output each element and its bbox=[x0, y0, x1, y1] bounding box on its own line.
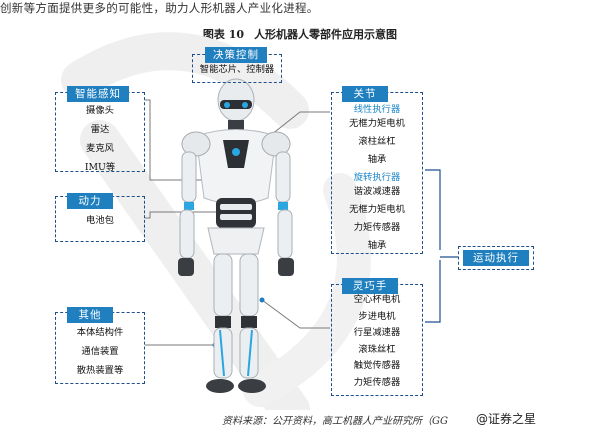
list-item: 摄像头 bbox=[86, 105, 114, 116]
joint-box: 线性执行器 无框力矩电机 滚柱丝杠 轴承 旋转执行器 谐波减速器 无框力矩电机 … bbox=[331, 92, 423, 254]
robot-illustration bbox=[178, 78, 294, 393]
list-item: 行星减速器 bbox=[353, 327, 401, 338]
list-item: IMU等 bbox=[84, 162, 116, 173]
linear-actuator-label: 线性执行器 bbox=[353, 104, 401, 115]
list-item: 步进电机 bbox=[358, 310, 396, 322]
list-item: 触觉传感器 bbox=[353, 360, 401, 371]
decision-control-tag: 决策控制 bbox=[205, 47, 267, 63]
dexterous-hand-tag: 灵巧手 bbox=[342, 278, 398, 294]
perception-box: 摄像头 雷达 麦克风 IMU等 bbox=[55, 92, 145, 173]
source-note: 资料来源：公开资料，高工机器人产业研究所（GG bbox=[222, 416, 448, 427]
figure-title: 图表 10 人形机器人零部件应用示意图 bbox=[0, 26, 600, 42]
list-item: 力矩传感器 bbox=[353, 222, 401, 233]
linear-actuator-list: 无框力矩电机 滚柱丝杠 轴承 bbox=[332, 115, 422, 169]
list-item: 轴承 bbox=[367, 154, 387, 165]
motion-execution-box: 运动执行 bbox=[458, 246, 534, 270]
perception-tag: 智能感知 bbox=[67, 86, 129, 102]
joint-tag: 关节 bbox=[342, 86, 388, 102]
intro-text: 创新等方面提供更多的可能性，助力人形机器人产业化进程。 bbox=[0, 1, 319, 15]
list-item: 滚柱丝杠 bbox=[358, 136, 396, 147]
figure-caption: 人形机器人零部件应用示意图 bbox=[254, 28, 398, 41]
list-item: 麦克风 bbox=[86, 143, 114, 154]
decision-item: 智能芯片、控制器 bbox=[199, 64, 275, 75]
other-tag: 其他 bbox=[67, 307, 113, 323]
dexterous-hand-box: 空心杯电机 步进电机 行星减速器 滚珠丝杠 触觉传感器 力矩传感器 bbox=[331, 284, 423, 396]
rotary-actuator-list: 谐波减速器 无框力矩电机 力矩传感器 轴承 bbox=[332, 183, 422, 255]
list-item: 空心杯电机 bbox=[353, 294, 401, 305]
list-item: 力矩传感器 bbox=[353, 376, 401, 388]
list-item: 本体结构件 bbox=[76, 327, 124, 338]
list-item: 谐波减速器 bbox=[353, 186, 401, 197]
rotary-actuator-label: 旋转执行器 bbox=[353, 172, 401, 183]
brand-watermark: @证券之星 bbox=[476, 412, 537, 426]
list-item: 散热装置等 bbox=[76, 365, 124, 376]
list-item: 雷达 bbox=[90, 124, 110, 135]
power-item: 电池包 bbox=[86, 215, 114, 226]
list-item: 滚珠丝杠 bbox=[358, 343, 396, 355]
list-item: 无框力矩电机 bbox=[349, 204, 405, 215]
dexterous-hand-list: 空心杯电机 步进电机 行星减速器 滚珠丝杠 触觉传感器 力矩传感器 bbox=[332, 292, 422, 391]
power-tag: 动力 bbox=[67, 193, 113, 209]
figure-number: 图表 10 bbox=[202, 28, 245, 41]
list-item: 无框力矩电机 bbox=[349, 118, 405, 129]
perception-list: 摄像头 雷达 麦克风 IMU等 bbox=[56, 101, 144, 177]
list-item: 轴承 bbox=[367, 240, 387, 251]
other-list: 本体结构件 通信装置 散热装置等 bbox=[56, 323, 144, 380]
list-item: 通信装置 bbox=[81, 346, 119, 357]
motion-execution-tag: 运动执行 bbox=[463, 250, 529, 266]
